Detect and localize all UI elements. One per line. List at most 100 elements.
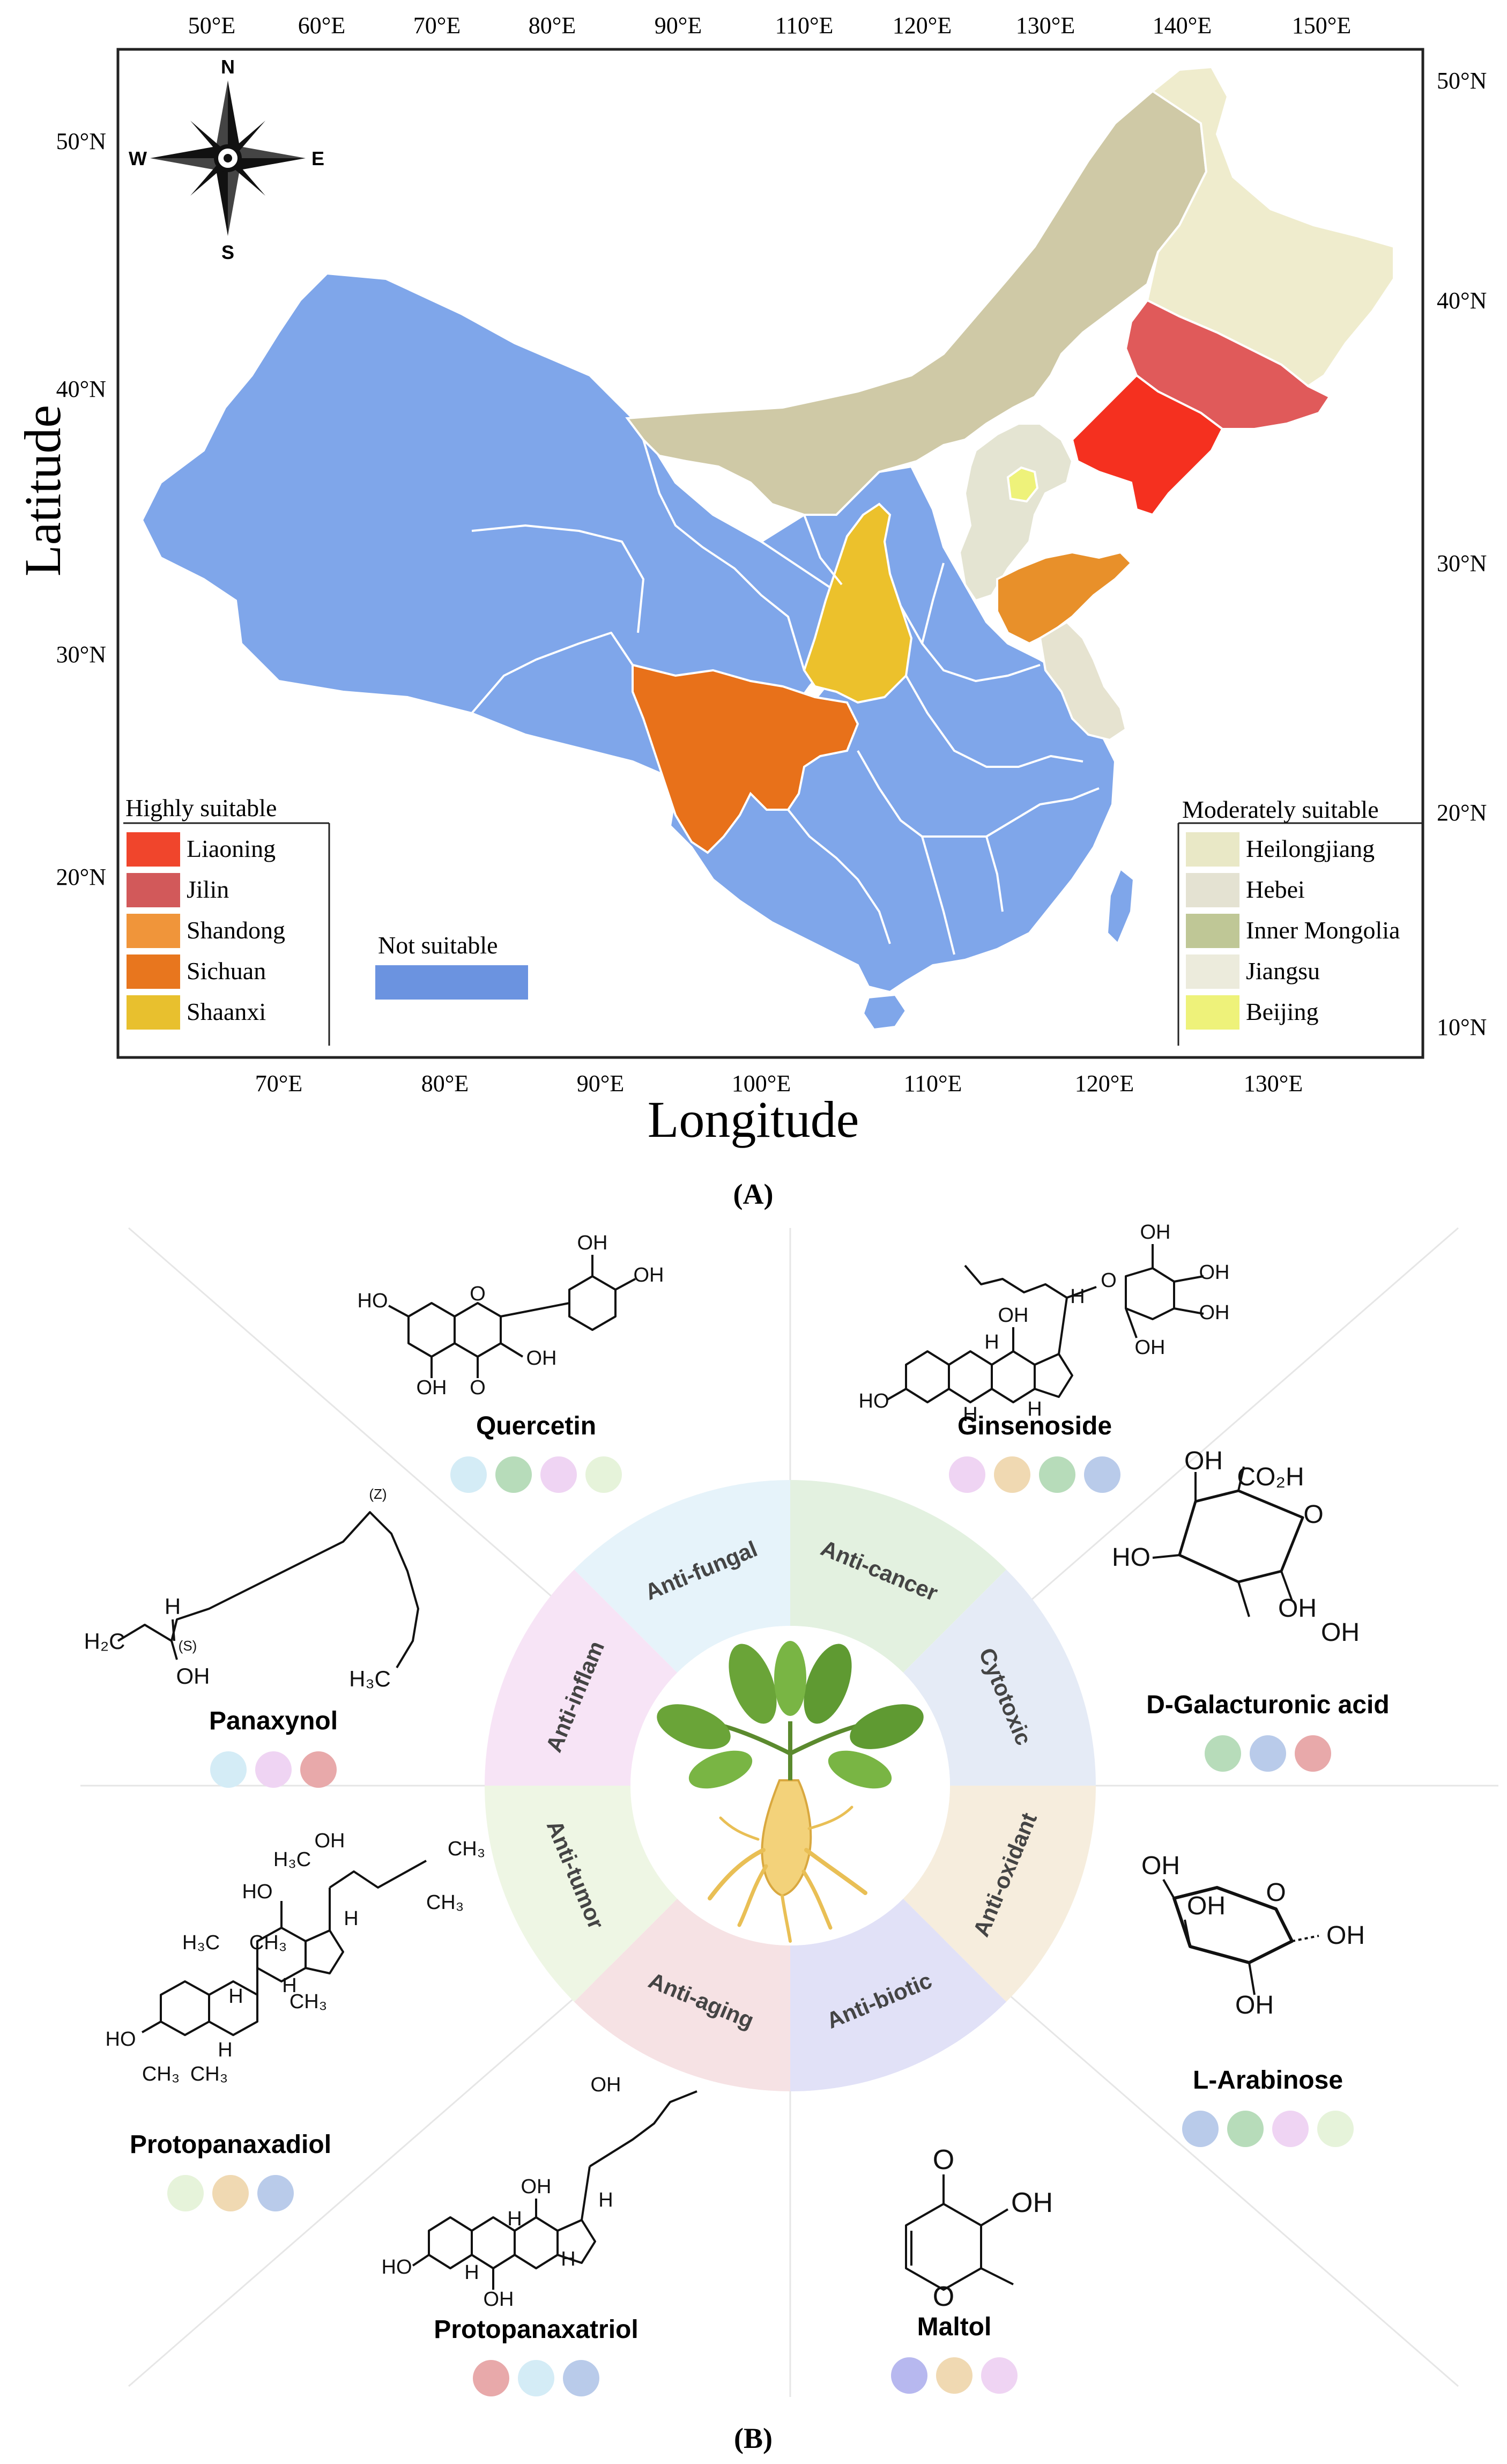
legend-swatch-highly xyxy=(127,954,180,989)
activity-dot xyxy=(1182,2111,1219,2147)
compass-w: W xyxy=(129,147,147,169)
tick-right: 10°N xyxy=(1437,1014,1487,1040)
chem-label: CH₃ xyxy=(289,1991,327,2013)
activity-dot xyxy=(563,2360,599,2396)
activity-dot xyxy=(450,1456,487,1493)
chem-label: H xyxy=(984,1331,999,1353)
chem-label: CO₂H xyxy=(1237,1463,1304,1491)
compound-name: Maltol xyxy=(917,2313,992,2341)
legend-label-moderately: Jiangsu xyxy=(1246,957,1320,985)
region-shaanxi xyxy=(803,502,913,704)
legend-label-moderately: Beijing xyxy=(1246,998,1318,1025)
galacturonic-structure xyxy=(1152,1466,1304,1617)
chem-label: OH xyxy=(315,1830,345,1852)
region-hainan xyxy=(862,993,908,1031)
activity-dot xyxy=(540,1456,577,1493)
compound-name: Ginsenoside xyxy=(957,1412,1112,1440)
chem-label: H xyxy=(228,1985,243,2008)
wheel-segment xyxy=(574,1898,790,2091)
chem-label: OH xyxy=(998,1304,1029,1327)
compound-name: Protopanaxadiol xyxy=(130,2130,331,2159)
chem-label: OH xyxy=(1011,2187,1053,2218)
chem-label: H xyxy=(218,2039,232,2061)
chem-label: H xyxy=(344,1907,358,1930)
chem-label: O xyxy=(470,1283,486,1305)
chem-label: H₃C xyxy=(182,1932,220,1954)
chem-label: H xyxy=(561,2248,575,2270)
tick-top: 60°E xyxy=(298,12,345,39)
compound-name: Protopanaxatriol xyxy=(434,2315,638,2344)
tick-top: 140°E xyxy=(1153,12,1212,39)
quercetin-structure xyxy=(388,1255,636,1378)
chem-label: (S) xyxy=(179,1638,197,1654)
chem-label: OH xyxy=(1184,1447,1223,1475)
activity-dot xyxy=(473,2360,509,2396)
legend-swatch-highly xyxy=(127,832,180,867)
tick-right: 30°N xyxy=(1437,550,1487,576)
legend-label-highly: Sichuan xyxy=(187,957,266,985)
legend-title-moderately: Moderately suitable xyxy=(1182,796,1379,823)
chem-label: HO xyxy=(1112,1543,1150,1572)
chem-label: H xyxy=(165,1594,181,1619)
chem-label: HO xyxy=(106,2028,136,2051)
legend-swatch-moderately xyxy=(1186,873,1239,907)
activity-dot xyxy=(891,2357,927,2394)
legend-label-highly: Jilin xyxy=(187,876,229,903)
legend-label-highly: Liaoning xyxy=(187,835,276,862)
tick-top: 90°E xyxy=(655,12,702,39)
chem-label: OH xyxy=(1187,1892,1226,1920)
activity-dot xyxy=(167,2175,204,2211)
arabinose-structure xyxy=(1162,1879,1319,1995)
ginsenoside-structure xyxy=(887,1244,1204,1403)
protopanaxatriol-structure xyxy=(412,2090,697,2290)
region-jiangsu xyxy=(1038,620,1127,742)
chem-label: H₃C xyxy=(349,1666,391,1691)
activity-dot xyxy=(1317,2111,1354,2147)
tick-bottom: 110°E xyxy=(904,1070,962,1097)
chem-label: H xyxy=(1070,1285,1085,1308)
activity-dot xyxy=(1084,1456,1120,1493)
activity-dot xyxy=(994,1456,1030,1493)
legend-swatch-highly xyxy=(127,873,180,907)
tick-top: 110°E xyxy=(775,12,834,39)
wheel-segment xyxy=(790,1898,1007,2091)
legend-swatch-highly xyxy=(127,914,180,948)
wheel-segment xyxy=(903,1786,1096,2002)
activity-dot xyxy=(300,1751,337,1788)
chem-label: CH₃ xyxy=(249,1932,287,1954)
compound-name: D-Galacturonic acid xyxy=(1146,1691,1389,1719)
tick-bottom: 90°E xyxy=(577,1070,624,1097)
chem-label: OH xyxy=(1326,1921,1365,1950)
tick-right: 40°N xyxy=(1437,287,1487,314)
chem-label: OH xyxy=(1278,1594,1317,1623)
tick-top: 130°E xyxy=(1016,12,1075,39)
activity-dot xyxy=(981,2357,1018,2394)
chem-label: O xyxy=(1266,1878,1286,1907)
tick-bottom: 130°E xyxy=(1244,1070,1303,1097)
legend-title-highly: Highly suitable xyxy=(125,794,277,822)
left-tick-labels: 50°N 40°N 30°N 20°N xyxy=(56,128,106,890)
chem-label: OH xyxy=(1141,1852,1180,1880)
activity-dot xyxy=(495,1456,532,1493)
tick-left: 50°N xyxy=(56,128,106,154)
chem-label: H xyxy=(507,2208,522,2230)
chem-label: OH xyxy=(521,2176,552,2198)
legend-highly-suitable: Highly suitable LiaoningJilinShandongSic… xyxy=(123,794,331,1046)
legend-label-highly: Shaanxi xyxy=(187,998,266,1025)
tick-top: 120°E xyxy=(893,12,952,39)
tick-bottom: 70°E xyxy=(255,1070,302,1097)
chem-label: HO xyxy=(859,1390,889,1412)
chem-label: OH xyxy=(417,1377,447,1399)
chem-label: O xyxy=(933,2144,954,2176)
compound-name: L-Arabinose xyxy=(1193,2066,1343,2095)
legend-label-moderately: Heilongjiang xyxy=(1246,835,1375,862)
compass-n: N xyxy=(221,56,235,78)
legend-swatch-highly xyxy=(127,995,180,1030)
activity-dot xyxy=(210,1751,247,1788)
bottom-tick-labels: 70°E 80°E 90°E 100°E 110°E 120°E 130°E xyxy=(255,1070,1303,1097)
chem-label: OH xyxy=(634,1264,664,1286)
legend-label-moderately: Hebei xyxy=(1246,876,1305,903)
tick-right: 20°N xyxy=(1437,800,1487,826)
legend-label-moderately: Inner Mongolia xyxy=(1246,916,1400,944)
